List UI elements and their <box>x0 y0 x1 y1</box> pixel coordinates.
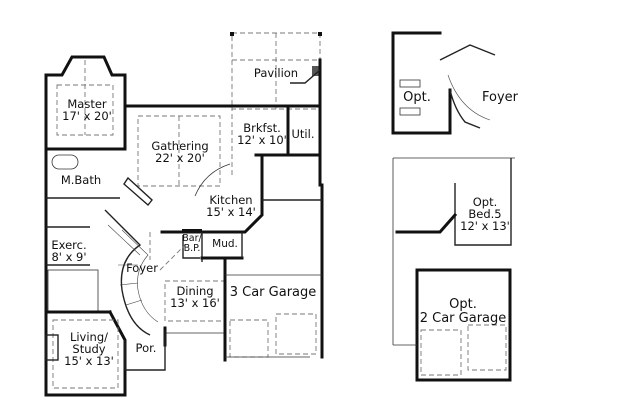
room-label-alt-foyer: Foyer <box>481 90 519 105</box>
three-car-garage <box>223 183 324 362</box>
room-label-living-study: Living/ Study 15' x 13' <box>64 330 114 368</box>
room-label-porch: Por. <box>135 341 157 355</box>
room-label-pavilion: Pavilion <box>253 66 299 80</box>
room-label-master: Master 17' x 20' <box>62 97 112 123</box>
room-label-opt-bed5: Opt. Bed.5 12' x 13' <box>460 195 510 233</box>
room-label-gathering: Gathering 22' x 20' <box>151 139 209 165</box>
kitchen-area <box>149 178 264 271</box>
room-label-utility: Util. <box>291 127 315 141</box>
gathering-room <box>123 104 234 207</box>
room-label-bar: Bar/ B.P. <box>182 233 202 254</box>
room-label-opt-2-car-garage: Opt. 2 Car Garage <box>419 297 507 326</box>
room-label-foyer: Foyer <box>126 261 158 275</box>
main-stair <box>104 209 159 336</box>
room-label-master-bath: M.Bath <box>60 173 102 187</box>
room-label-mud: Mud. <box>212 238 238 250</box>
room-label-exercise: Exerc. 8' x 9' <box>51 238 87 264</box>
pavilion-area <box>230 32 322 110</box>
room-label-kitchen: Kitchen 15' x 14' <box>206 193 256 219</box>
room-label-3-car-garage: 3 Car Garage <box>229 285 317 300</box>
room-label-breakfast: Brkfst. 12' x 10' <box>237 121 287 147</box>
master-bedroom <box>44 55 127 151</box>
alt-stair-plan <box>391 31 496 135</box>
room-label-dining: Dining 13' x 16' <box>170 284 220 310</box>
alt-garage-plan <box>392 157 515 382</box>
porch <box>124 330 166 371</box>
room-label-opt-room: Opt. <box>403 90 431 105</box>
left-wing <box>44 147 127 397</box>
